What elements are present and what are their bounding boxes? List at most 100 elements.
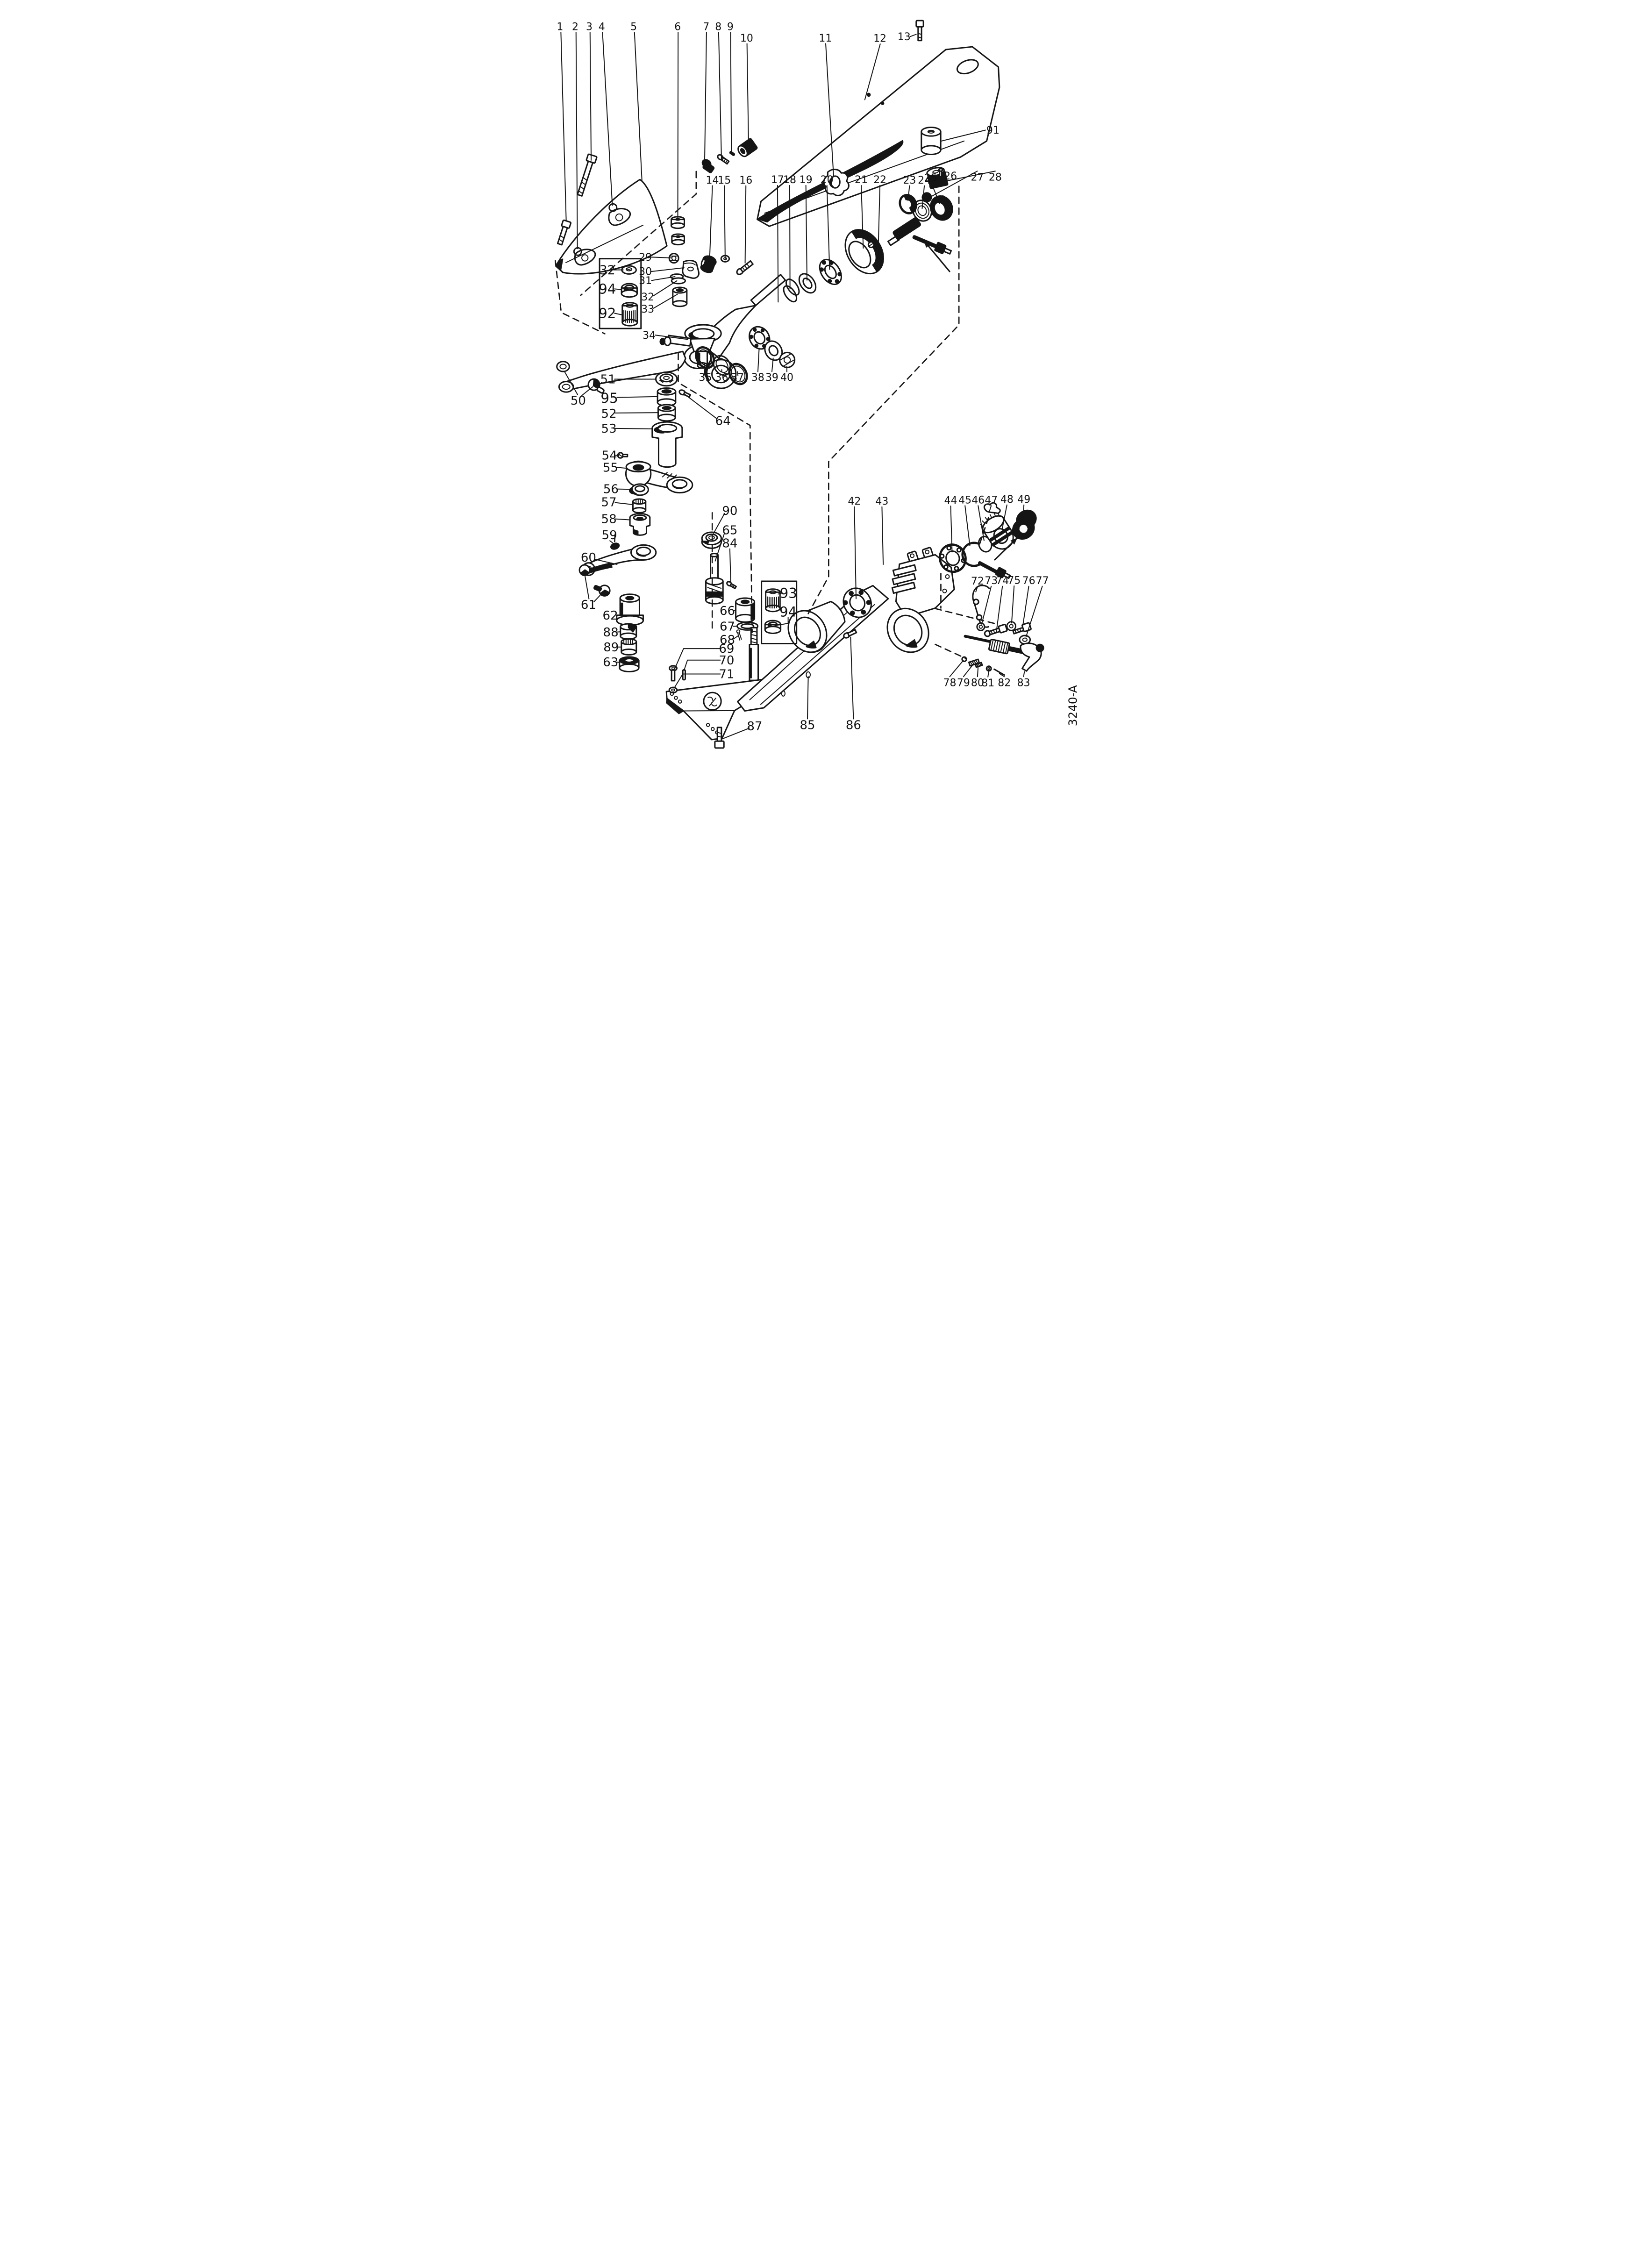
shaft-65 [705,553,724,605]
ball-stud-50 [587,378,605,394]
washer-73 [976,622,985,631]
ball-61a [578,564,591,576]
leader-line [593,591,604,603]
part-label-27: 27 [971,171,984,183]
leader-line [674,648,721,670]
part-label-80: 80 [971,678,984,689]
leader-line [651,276,676,281]
part-label-15: 15 [718,175,731,186]
leader-line [907,185,910,201]
leader-line [987,670,990,678]
cap-nut-14 [700,255,717,273]
leader-line [614,518,631,521]
part-label-11: 11 [819,33,832,44]
ring-50a [556,361,570,372]
stud-87 [714,727,725,749]
leader-line [733,635,738,640]
pin-82 [993,668,1006,676]
leader-lines [560,32,1043,740]
leader-line [939,171,996,183]
dashed-guides [555,171,996,660]
part-label-79: 79 [957,678,970,689]
pin-70 [682,669,686,681]
part-label-78: 78 [943,678,956,689]
leader-line [733,609,737,611]
leader-line [950,505,953,553]
leader-line [1011,585,1015,624]
washer-77 [1019,635,1031,645]
ring-36 [713,355,731,376]
leader-line [746,43,749,145]
leader-line [634,32,643,181]
part-label-8: 8 [715,21,721,33]
part-label-12: 12 [873,33,886,44]
part-label-25: 25 [924,172,937,184]
leader-line [1023,671,1025,678]
bushing-62 [616,593,644,626]
leader-line [877,185,881,262]
part-label-42: 42 [848,496,861,507]
part-label-77: 77 [1036,575,1049,587]
bracket-30 [682,260,700,279]
leader-line [614,313,622,315]
leader-line [776,617,789,626]
part-label-70: 70 [719,654,734,668]
part-label-65: 65 [722,523,737,537]
leader-line [683,659,721,671]
pin-26 [938,168,943,178]
part-label-87: 87 [747,720,762,734]
part-label-92: 92 [599,306,616,321]
part-label-55: 55 [603,461,618,475]
spline-shaft-22 [887,217,921,246]
part-label-10: 10 [740,33,753,44]
part-label-18: 18 [783,174,796,186]
part-label-49: 49 [1017,494,1030,506]
drum-48 [980,513,1014,550]
inset-ring-94b [764,620,782,634]
part-label-73: 73 [985,575,998,587]
ring-35 [695,346,715,369]
pointer-arrows [923,240,1018,561]
leader-line [709,185,713,261]
bearing-44 [938,543,967,573]
part-label-46: 46 [971,495,985,506]
part-label-4: 4 [599,21,605,33]
screw-54 [617,452,628,459]
part-label-40: 40 [780,372,793,384]
part-label-95: 95 [600,390,618,406]
part-label-19: 19 [800,174,813,186]
part-label-45: 45 [958,495,971,506]
part-label-29: 29 [639,252,652,264]
part-label-14: 14 [706,175,719,186]
ring-63 [619,656,640,672]
leader-line [978,505,985,541]
part-label-30: 30 [639,266,652,278]
inset-box [761,580,798,644]
pointer-arrow-head [1010,538,1018,545]
part-label-85: 85 [800,718,815,732]
bolt-69 [668,665,678,682]
screw-64 [678,389,691,398]
part-label-76: 76 [1022,575,1035,587]
leader-line [718,32,722,158]
bushing-57 [632,498,647,514]
part-label-72: 72 [971,576,984,587]
leader-line [854,506,857,599]
inset-filter-93 [765,588,781,613]
part-label-7: 7 [703,21,709,33]
ring-21 [844,229,884,275]
leader-line [778,592,783,595]
part-label-32: 32 [600,263,615,278]
dashed-guide-line [555,260,606,335]
leader-line [560,32,567,221]
plug-59 [610,542,620,550]
part-label-17: 17 [771,174,784,186]
leader-line [616,467,628,469]
part-label-82: 82 [998,678,1011,689]
part-label-39: 39 [765,372,778,384]
leader-line [616,396,658,398]
part-label-34: 34 [643,330,656,342]
leader-line [989,505,992,512]
inset-box [599,258,642,329]
